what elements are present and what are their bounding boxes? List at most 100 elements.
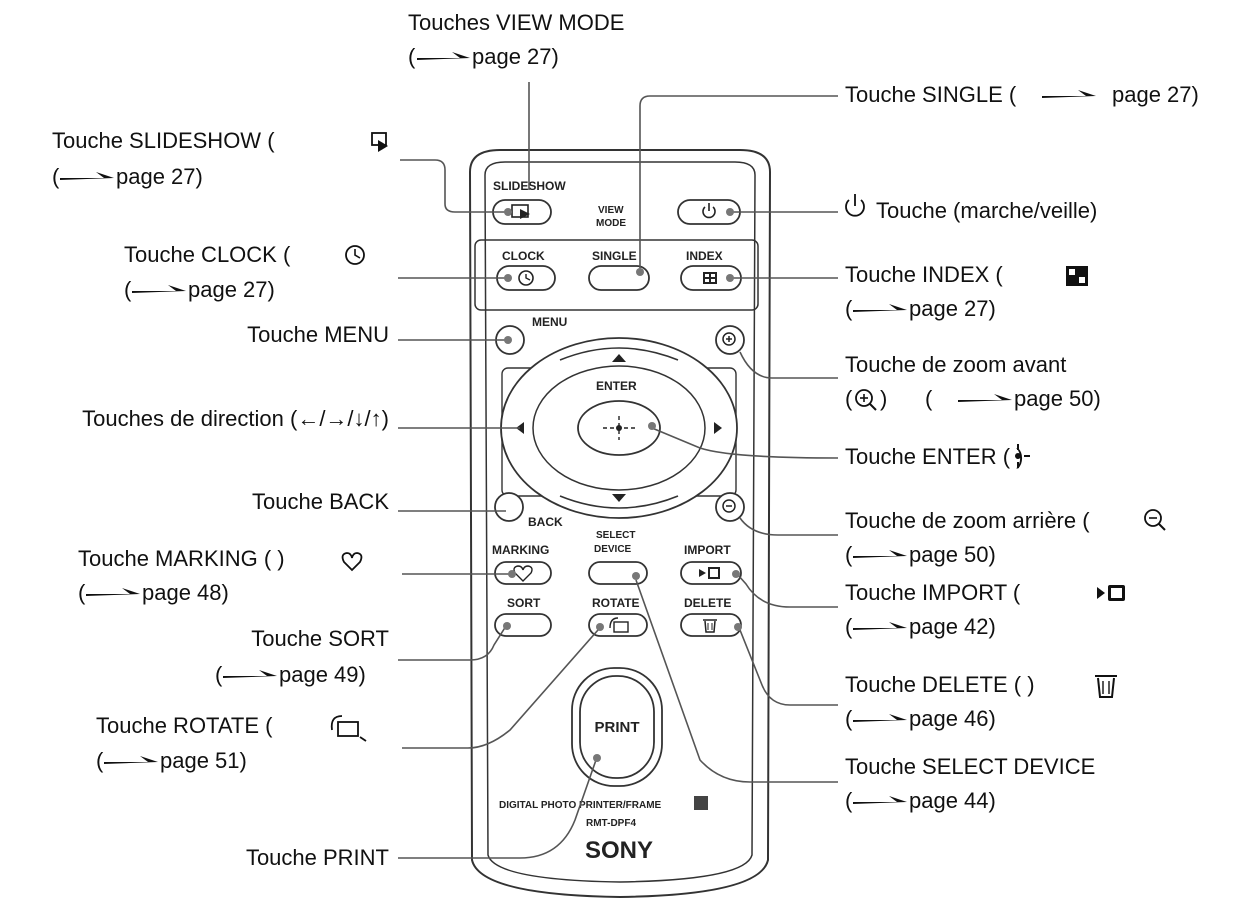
label-select-device: Touche SELECT DEVICE — [845, 754, 1095, 779]
remote-label-index: INDEX — [686, 249, 723, 263]
arrow-ref-icon — [853, 796, 907, 804]
label-zoom-in-icon — [855, 389, 877, 411]
label-delete-icon — [1095, 675, 1117, 698]
leader-sort — [398, 625, 507, 661]
label-enter-icon — [1015, 444, 1030, 468]
label-import-icon — [1097, 585, 1125, 601]
remote-brand-logo: SONY — [585, 837, 653, 864]
label-index-paren: ( — [845, 296, 853, 321]
label-delete-page: page 46) — [909, 706, 996, 731]
dot-print — [593, 754, 601, 762]
label-clock-icon — [345, 245, 365, 265]
label-delete-paren: ( — [845, 706, 853, 731]
label-import-paren: ( — [845, 614, 853, 639]
clock-icon — [518, 270, 534, 286]
remote-label-sort: SORT — [507, 596, 541, 610]
remote-label-select: SELECT — [596, 530, 635, 541]
zoom-in-icon — [722, 332, 736, 346]
label-view-mode: Touches VIEW MODE — [408, 10, 624, 35]
label-power: Touche (marche/veille) — [876, 198, 1097, 223]
up-arrow-icon — [612, 354, 626, 362]
label-slideshow-paren: ( — [52, 164, 60, 189]
label-clock-paren: ( — [124, 277, 132, 302]
label-import: Touche IMPORT ( — [845, 580, 1021, 605]
dot-single — [636, 268, 644, 276]
dot-clock — [504, 274, 512, 282]
leader-delete — [739, 629, 838, 706]
rotate-button[interactable] — [588, 613, 648, 637]
label-menu: Touche MENU — [247, 322, 389, 347]
marking-button[interactable] — [494, 561, 552, 585]
remote-label-print: PRINT — [595, 719, 640, 736]
down-arrow-icon — [612, 494, 626, 502]
single-button[interactable] — [588, 265, 650, 291]
arrow-ref-icon — [1042, 90, 1096, 98]
heart-icon — [513, 565, 533, 582]
leader-print — [398, 759, 597, 859]
label-zoom-out-icon — [1144, 509, 1166, 531]
label-select-device-page: page 44) — [909, 788, 996, 813]
arrow-ref-icon — [853, 622, 907, 630]
ir-logo-icon — [694, 796, 708, 810]
trash-icon — [703, 619, 717, 633]
label-sort-page: page 49) — [279, 662, 366, 687]
label-rotate-paren: ( — [96, 748, 104, 773]
remote-control: SLIDESHOW VIEW MODE CLOCK SINGLE INDEX — [468, 149, 772, 899]
arrow-ref-icon — [853, 714, 907, 722]
right-labels: Touche SINGLE ( page 27) Touche (marche/… — [845, 82, 1199, 813]
dot-power — [726, 208, 734, 216]
arrow-ref-icon — [958, 394, 1012, 402]
label-rotate: Touche ROTATE ( — [96, 713, 273, 738]
remote-label-back: BACK — [528, 515, 563, 529]
leader-zoom-in — [739, 351, 838, 379]
remote-model: RMT-DPF4 — [586, 818, 636, 829]
label-delete: Touche DELETE ( ) — [845, 672, 1035, 697]
back-button[interactable] — [494, 492, 524, 522]
label-slideshow-page: page 27) — [116, 164, 203, 189]
label-zoom-in-page: page 50) — [1014, 386, 1101, 411]
up-button[interactable] — [559, 347, 679, 361]
label-direction: Touches de direction (←/→/↓/↑) — [82, 406, 389, 431]
zoom-out-icon — [722, 499, 736, 513]
select-device-button[interactable] — [588, 561, 648, 585]
label-import-page: page 42) — [909, 614, 996, 639]
remote-label-import: IMPORT — [684, 543, 731, 557]
label-zoom-in-paren: ( — [845, 386, 853, 411]
remote-label-delete: DELETE — [684, 596, 731, 610]
label-rotate-icon — [330, 715, 367, 742]
label-back: Touche BACK — [252, 489, 389, 514]
arrow-ref-icon — [86, 588, 140, 596]
label-sort-paren: ( — [215, 662, 223, 687]
remote-label-device: DEVICE — [594, 544, 632, 555]
label-index-page: page 27) — [909, 296, 996, 321]
dot-index — [726, 274, 734, 282]
dot-delete — [734, 623, 742, 631]
label-zoom-out-paren: ( — [845, 542, 853, 567]
arrow-ref-icon — [132, 285, 186, 293]
zoom-out-button[interactable] — [715, 492, 745, 522]
label-index-icon — [1066, 266, 1088, 286]
label-power-icon — [845, 194, 865, 217]
label-enter: Touche ENTER ( ) — [845, 444, 1024, 469]
down-button[interactable] — [559, 495, 679, 509]
leader-enter — [651, 427, 839, 459]
remote-label-single: SINGLE — [592, 249, 637, 263]
print-button[interactable] — [579, 675, 655, 779]
sort-button[interactable] — [494, 613, 552, 637]
dot-menu — [504, 336, 512, 344]
arrow-ref-icon — [417, 52, 470, 60]
label-zoom-in-close: ) — [880, 386, 887, 411]
dot-import — [732, 570, 740, 578]
remote-label-rotate: ROTATE — [592, 596, 640, 610]
power-icon — [702, 203, 716, 219]
label-view-mode-page: page 27) — [472, 44, 559, 69]
slideshow-icon — [511, 204, 530, 219]
label-zoom-out: Touche de zoom arrière ( — [845, 508, 1090, 533]
leader-import — [737, 574, 838, 608]
leader-single — [639, 95, 838, 270]
zoom-in-button[interactable] — [715, 325, 745, 355]
label-zoom-out-page: page 50) — [909, 542, 996, 567]
dot-sort — [503, 622, 511, 630]
